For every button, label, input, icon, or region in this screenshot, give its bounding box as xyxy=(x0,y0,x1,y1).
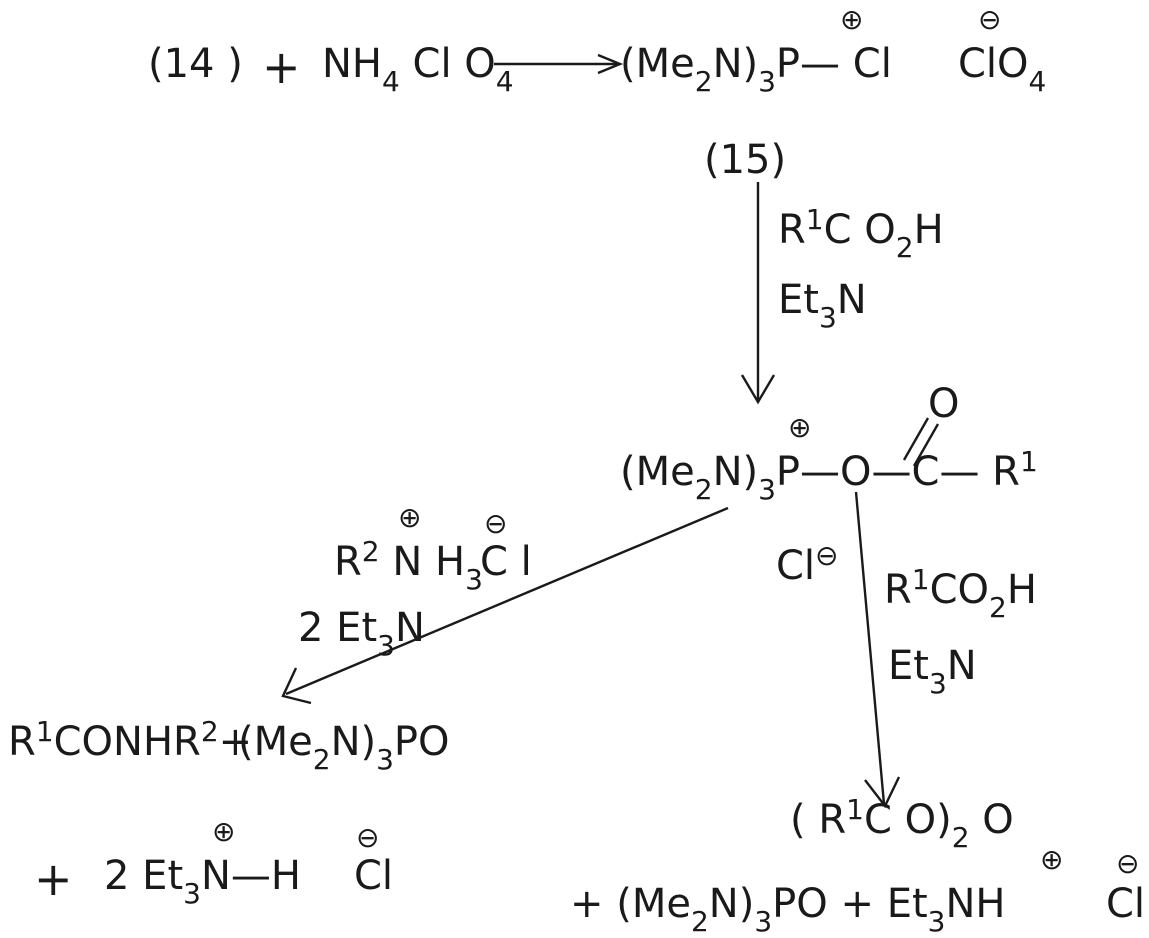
triethylammonium-salt-left: 2 Et3N—H xyxy=(104,853,301,910)
amine-chloride-charge: ⊖ xyxy=(484,507,508,540)
arrow-1-head xyxy=(597,53,624,75)
cation-charge: ⊕ xyxy=(840,3,864,36)
perchlorate-charge: ⊖ xyxy=(978,3,1002,36)
ammonium-charge: ⊕ xyxy=(398,501,422,534)
right-acid-reagent: R1CO2H xyxy=(884,563,1037,624)
hmpa-product-left: (Me2N)3PO xyxy=(238,719,450,776)
phosphonium-chloride: (Me2N)3P— Cl xyxy=(620,41,892,98)
chloride-right: Cl xyxy=(1106,881,1146,927)
chloride-counterion: Cl⊖ xyxy=(776,539,839,589)
intermediate-cation-charge: ⊕ xyxy=(788,411,812,444)
ammonium-perchlorate: NH4 Cl O4 xyxy=(322,41,514,98)
carbonyl-bond-a xyxy=(902,417,930,461)
acid-reagent: R1C O2H xyxy=(778,203,944,264)
acyloxyphosphonium: (Me2N)3P—O—C— R1 xyxy=(620,445,1038,506)
triethylammonium-charge-left: ⊕ xyxy=(212,815,236,848)
ammonium-salt-reagent: R2 N H3 xyxy=(334,535,483,596)
amine-chloride: C l xyxy=(480,539,532,585)
arrow-4-head xyxy=(864,776,901,809)
byproducts-right: + (Me2N)3PO + Et3NH xyxy=(570,881,1006,938)
chloride-charge-right: ⊖ xyxy=(1116,847,1140,880)
arrow-2-head xyxy=(740,374,776,405)
carbonyl-bond-b xyxy=(912,423,940,467)
triethylamine-reagent: Et3N xyxy=(778,277,867,334)
perchlorate: ClO4 xyxy=(958,41,1047,98)
arrow-3-head xyxy=(281,667,312,705)
compound-label-15: (15) xyxy=(704,137,787,183)
anhydride-product: ( R1C O)2 O xyxy=(790,793,1014,854)
amide-product: R1CONHR2+ xyxy=(8,715,253,765)
chloride-charge-left: ⊖ xyxy=(356,821,380,854)
plus-left: + xyxy=(34,852,73,906)
right-base-reagent: Et3N xyxy=(888,643,977,700)
plus-sign: + xyxy=(262,40,301,94)
triethylammonium-charge-right: ⊕ xyxy=(1040,843,1064,876)
arrow-4-shaft xyxy=(854,491,886,805)
base-reagent: 2 Et3N xyxy=(298,605,425,662)
chloride-left: Cl xyxy=(354,853,394,899)
reactant-ref: (14 ) xyxy=(148,41,243,87)
carbonyl-oxygen: O xyxy=(928,381,960,427)
arrow-3-shaft xyxy=(285,506,729,696)
